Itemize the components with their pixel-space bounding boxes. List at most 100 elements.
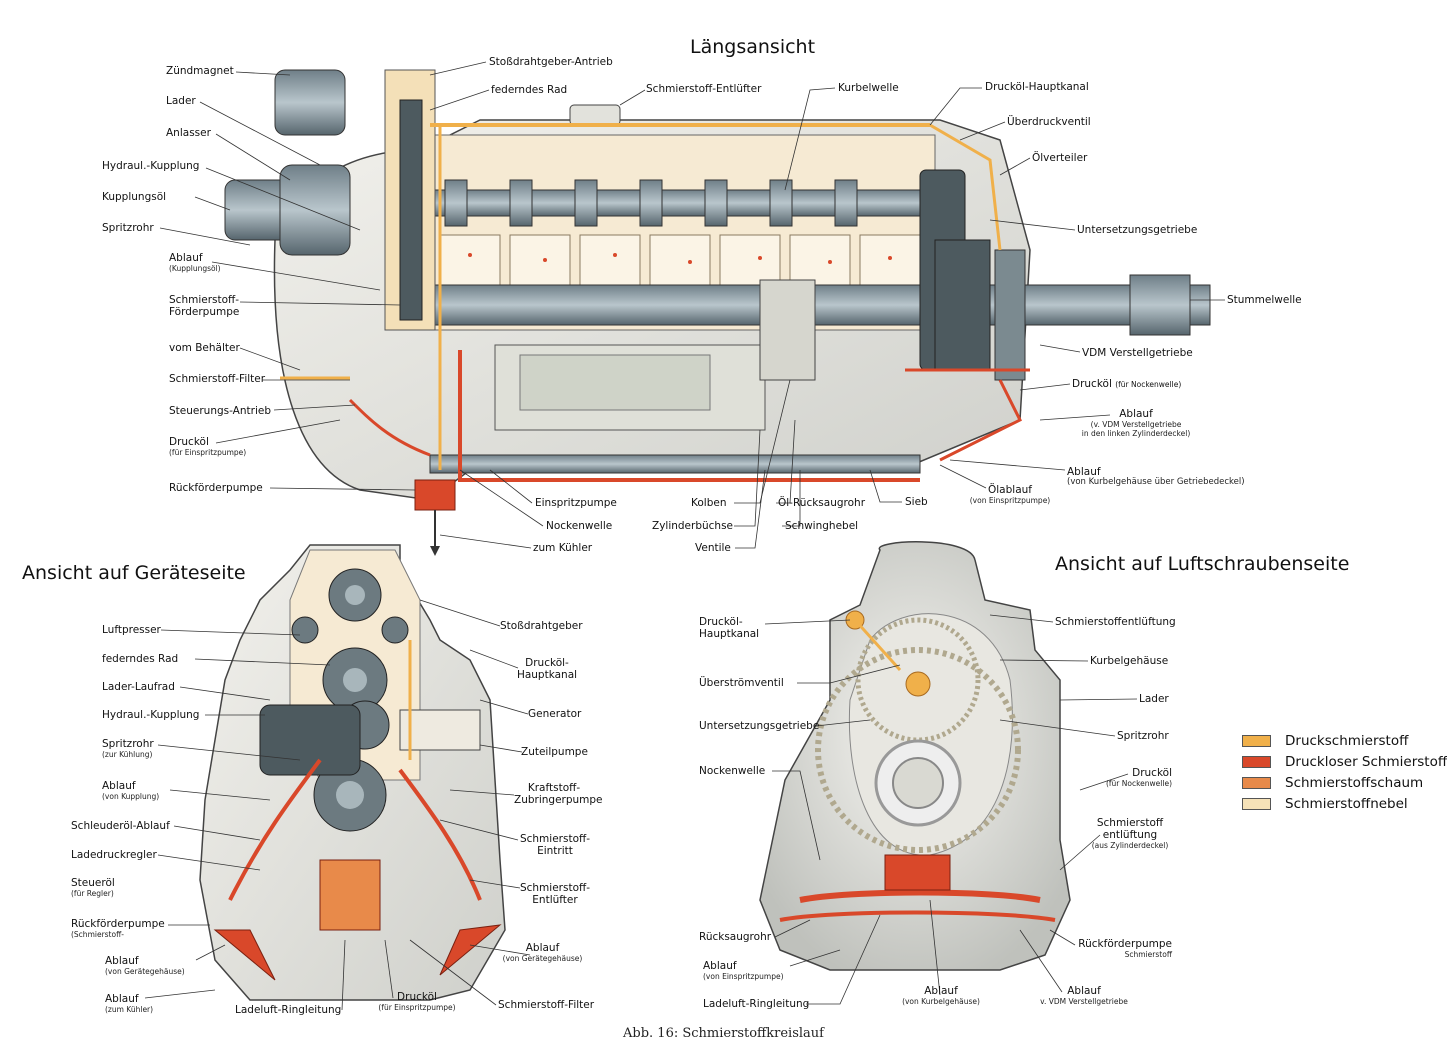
label-druckoel-nocken-2-sub: (für Nockenwelle)	[1105, 779, 1172, 788]
label-ablauf-kupplungsoel-main: Ablauf	[169, 252, 203, 264]
legend-item: Schmierstoffnebel	[1242, 793, 1447, 814]
label-entlueftung-line1: Schmierstoff	[1096, 817, 1164, 829]
label-druckoel-einspritz-2-sub: (für Einspritzpumpe)	[378, 1003, 456, 1012]
label-ablauf-vdm-sub2: in den linken Zylinderdeckel)	[1081, 429, 1191, 438]
label-steueroel-main: Steueröl	[71, 877, 115, 889]
legend-label: Druckschmierstoff	[1285, 732, 1409, 749]
label-steueroel-sub: (für Regler)	[71, 889, 114, 898]
label-schleuderoel-ablauf: Schleuderöl-Ablauf	[71, 820, 170, 832]
label-spritzrohr: Spritzrohr	[102, 222, 154, 234]
label-ablauf-vdm: Ablauf (v. VDM Verstellgetriebe in den l…	[1068, 408, 1204, 438]
label-druckoel-hauptkanal-3: Drucköl- Hauptkanal	[699, 616, 759, 640]
title-luftschraubenseite: Ansicht auf Luftschraubenseite	[1055, 553, 1350, 575]
label-ladedruckregler: Ladedruckregler	[71, 849, 157, 861]
label-rueckfoerderpumpe-2: Rückförderpumpe (Schmierstoff-	[71, 918, 165, 939]
label-kolben: Kolben	[691, 497, 727, 509]
title-laengsansicht: Längsansicht	[690, 36, 816, 58]
label-ablauf-kupplung-sub: (von Kupplung)	[102, 792, 160, 801]
label-ablauf-kuehler-main: Ablauf	[105, 993, 139, 1005]
label-kurbelgehaeuse: Kurbelgehäuse	[1090, 655, 1169, 667]
label-ablauf-kupplung-main: Ablauf	[102, 780, 136, 792]
label-schmierstoff-entluefter-2: Schmierstoff- Entlüfter	[518, 882, 592, 906]
label-ablauf-kurbelgehaeuse: Ablauf (von Kurbelgehäuse über Getriebed…	[1067, 466, 1245, 487]
label-ablauf-kupplung: Ablauf (von Kupplung)	[102, 780, 159, 801]
label-ablauf-r-sub: (von Gerätegehäuse)	[502, 954, 583, 963]
label-einspritzpumpe: Einspritzpumpe	[535, 497, 617, 509]
label-untersetzungsgetriebe: Untersetzungsgetriebe	[1077, 224, 1198, 236]
label-ablauf-vdm-main: Ablauf	[1119, 408, 1153, 420]
label-stossdrahtgeber: Stoßdrahtgeber	[500, 620, 583, 632]
label-schmierstoff-filter: Schmierstoff-Filter	[169, 373, 266, 385]
label-kurbelwelle: Kurbelwelle	[838, 82, 899, 94]
label-ablauf-kurbel-sub: (von Kurbelgehäuse über Getriebedeckel)	[1067, 477, 1245, 487]
label-federndes-rad-2: federndes Rad	[102, 653, 179, 665]
label-druckoel-nockenwelle-2: Drucköl (für Nockenwelle)	[1082, 767, 1172, 788]
label-luftpresser: Luftpresser	[102, 624, 161, 636]
label-schwinghebel: Schwinghebel	[785, 520, 859, 532]
label-hauptkanal-2-line1: Drucköl-	[525, 657, 569, 669]
label-spritzrohr-2: Spritzrohr	[1117, 730, 1169, 742]
label-vdm-verstellgetriebe: VDM Verstellgetriebe	[1082, 347, 1193, 359]
label-ablauf-kurbelgehaeuse-2: Ablauf (von Kurbelgehäuse)	[893, 985, 989, 1006]
label-zum-kuehler: zum Kühler	[533, 542, 593, 554]
label-druckoel-hauptkanal-2: Drucköl- Hauptkanal	[512, 657, 582, 681]
label-spritzrohr-kuehlung: Spritzrohr (zur Kühlung)	[102, 738, 154, 759]
label-hauptkanal-3-line2: Hauptkanal	[699, 628, 760, 640]
label-druckoel-nocken-2-main: Drucköl	[1132, 767, 1172, 779]
legend-label: Druckloser Schmierstoff	[1285, 753, 1447, 770]
legend-label: Schmierstoffschaum	[1285, 774, 1424, 791]
label-schmierstoff-entlueftung: Schmierstoff entlüftung (aus Zylinderdec…	[1085, 817, 1175, 850]
label-federndes-rad: federndes Rad	[491, 84, 568, 96]
label-ablauf-kurbel-main: Ablauf	[1067, 466, 1101, 478]
label-entlueftung-sub: (aus Zylinderdeckel)	[1091, 841, 1169, 850]
label-ablauf-vdm-2-main: Ablauf	[1067, 985, 1101, 997]
label-rueckfoerderpumpe-3: Rückförderpumpe Schmierstoff	[1060, 938, 1172, 959]
label-generator: Generator	[528, 708, 582, 720]
label-druckoel-einspritz-sub: (für Einspritzpumpe)	[169, 448, 247, 457]
label-zuteilpumpe: Zuteilpumpe	[521, 746, 588, 758]
label-schmierstoff-foerderpumpe: Schmierstoff- Förderpumpe	[169, 294, 239, 318]
label-lader-laufrad: Lader-Laufrad	[102, 681, 175, 693]
label-kraftstoff-line2: Zubringerpumpe	[514, 794, 603, 806]
title-geraeteseite: Ansicht auf Geräteseite	[22, 562, 246, 584]
label-schmierstoffentlueftung: Schmierstoffentlüftung	[1055, 616, 1176, 628]
label-rueckfoerderpumpe-3-main: Rückförderpumpe	[1078, 938, 1172, 950]
figure-caption: Abb. 16: Schmierstoffkreislauf	[623, 1026, 824, 1041]
label-nockenwelle: Nockenwelle	[546, 520, 613, 532]
label-nockenwelle-2: Nockenwelle	[699, 765, 766, 777]
label-ablauf-vdm-sub1: (v. VDM Verstellgetriebe	[1090, 420, 1182, 429]
label-rueckfoerderpumpe-3-sub: Schmierstoff	[1124, 950, 1172, 959]
label-ventile: Ventile	[695, 542, 731, 554]
label-lader-2: Lader	[1139, 693, 1169, 705]
propeller-side-view-drawing	[759, 541, 1071, 971]
label-druckoel-einspritz-2: Drucköl (für Einspritzpumpe)	[372, 991, 462, 1012]
label-eintritt-line2: Eintritt	[537, 845, 573, 857]
label-ablauf-vdm-2: Ablauf v. VDM Verstellgetriebe	[1028, 985, 1140, 1006]
label-entluefter-2-line2: Entlüfter	[532, 894, 578, 906]
label-anlasser: Anlasser	[166, 127, 211, 139]
label-zylinderbuechse: Zylinderbüchse	[652, 520, 734, 532]
label-ruecksaugrohr: Rücksaugrohr	[699, 931, 772, 943]
label-ablauf-kurbel-2-main: Ablauf	[924, 985, 958, 997]
label-spritzrohr-kuehlung-sub: (zur Kühlung)	[102, 750, 153, 759]
label-ablauf-r-main: Ablauf	[525, 942, 560, 954]
label-hydraul-kupplung: Hydraul.-Kupplung	[102, 160, 200, 172]
legend-label: Schmierstoffnebel	[1285, 795, 1408, 812]
label-vom-behaelter: vom Behälter	[169, 342, 240, 354]
label-ablauf-geraete-rechts: Ablauf (von Gerätegehäuse)	[495, 942, 590, 963]
label-ablauf-vdm-2-sub: v. VDM Verstellgetriebe	[1040, 997, 1128, 1006]
label-entluefter-2-line1: Schmierstoff-	[519, 882, 591, 894]
label-kraftstoff-zubringerpumpe: Kraftstoff- Zubringerpumpe	[514, 782, 603, 806]
legend-swatch	[1242, 797, 1271, 810]
label-oelablauf: Ölablauf (von Einspritzpumpe)	[960, 484, 1060, 505]
label-steuerungs-antrieb: Steuerungs-Antrieb	[169, 405, 271, 417]
legend-swatch	[1242, 734, 1271, 747]
leader-lines	[144, 61, 1225, 1011]
label-druckoel-nocken-sub: (für Nockenwelle)	[1115, 380, 1182, 389]
label-lader: Lader	[166, 95, 196, 107]
label-schmierstoff-entluefter: Schmierstoff-Entlüfter	[646, 83, 762, 95]
label-rueckfoerderpumpe: Rückförderpumpe	[169, 482, 263, 494]
label-untersetzungsgetriebe-2: Untersetzungsgetriebe	[699, 720, 820, 732]
label-oelablauf-main: Ölablauf	[988, 484, 1032, 496]
